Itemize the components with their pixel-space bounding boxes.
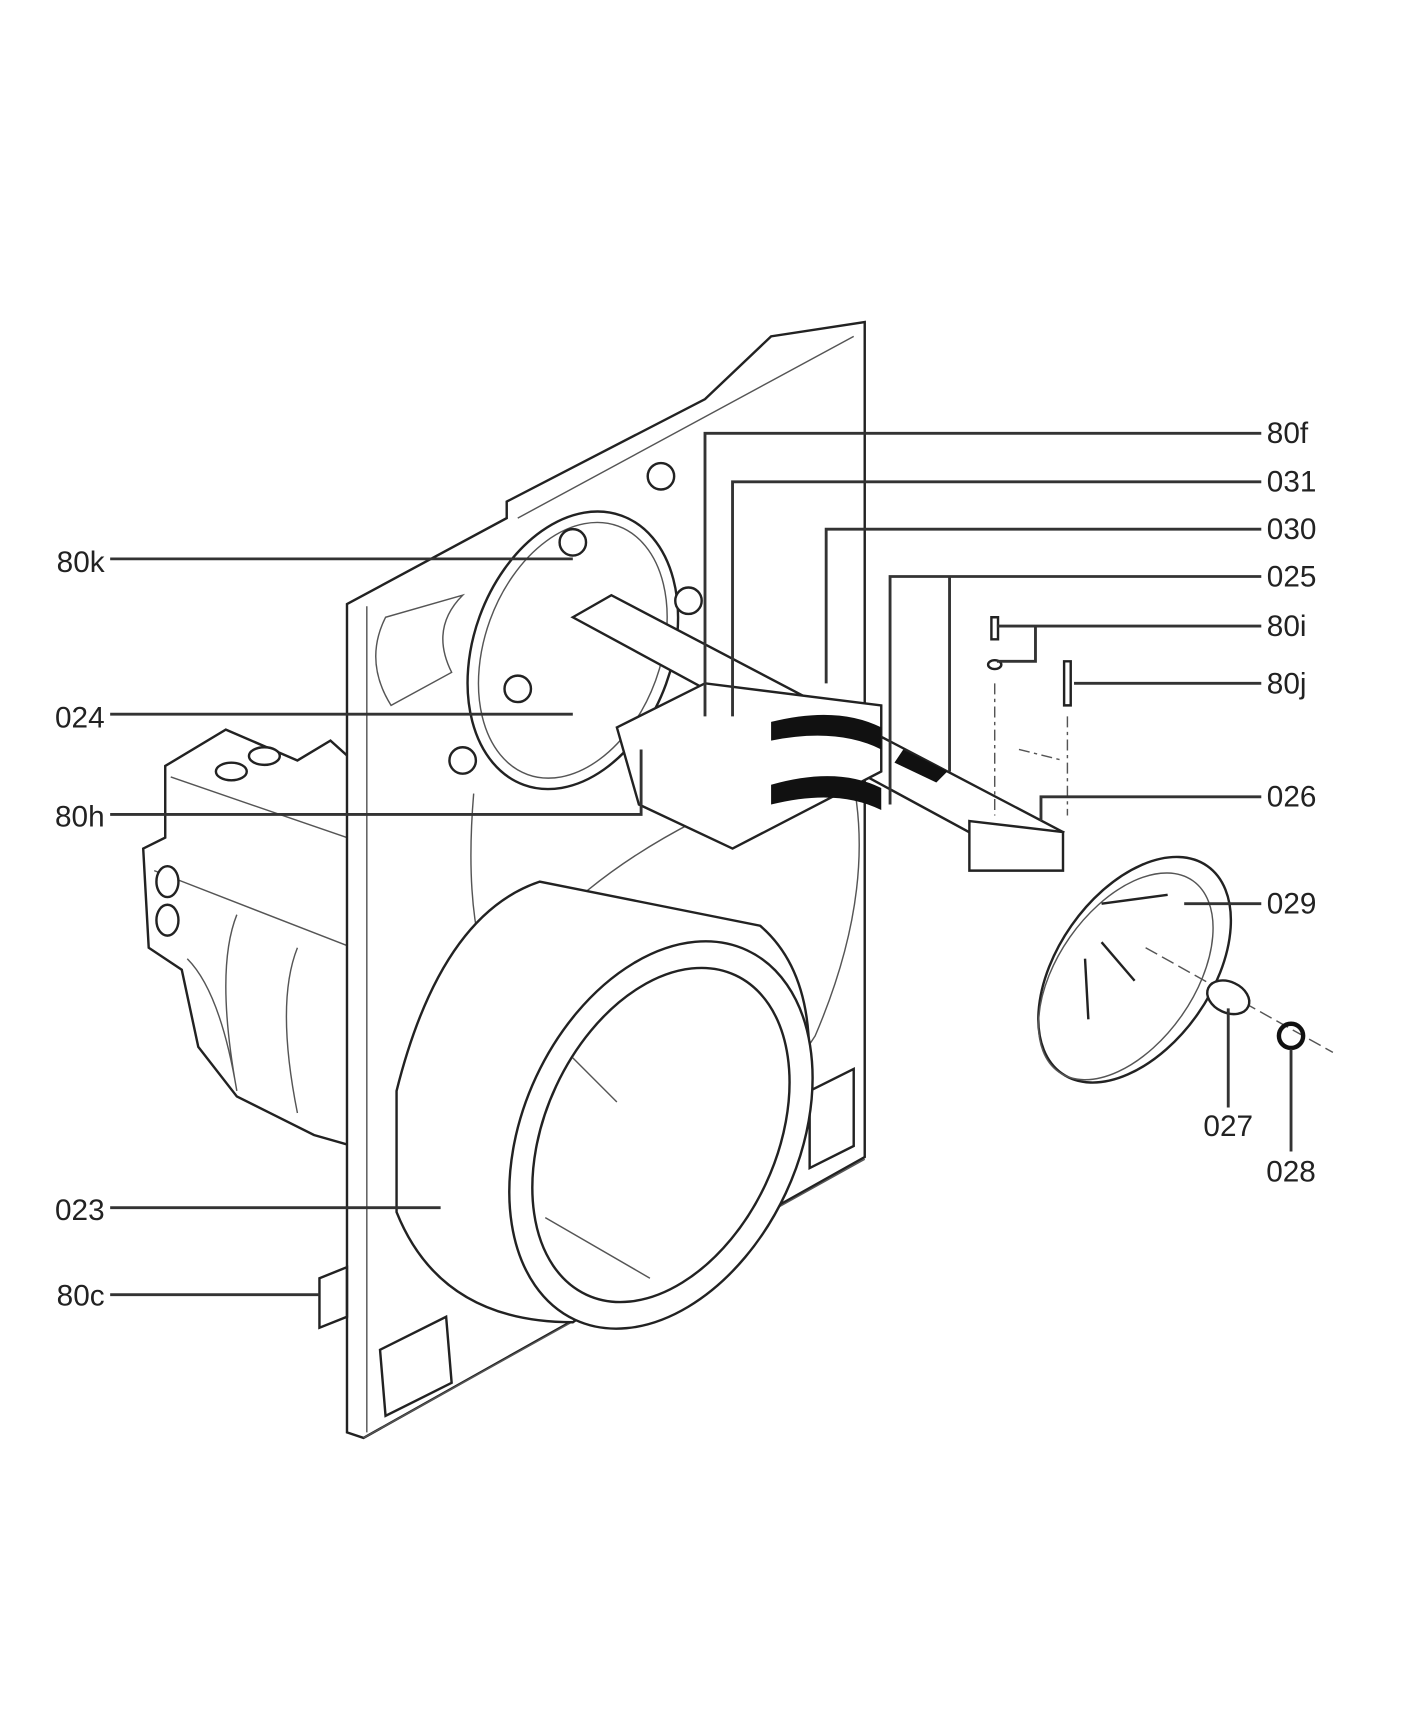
stabilizer-disk-029 — [1037, 855, 1233, 1084]
callout-80c: 80c — [57, 1280, 105, 1313]
callout-031: 031 — [1267, 466, 1317, 499]
callout-023: 023 — [55, 1194, 105, 1227]
callout-80i: 80i — [1267, 610, 1307, 643]
callout-030: 030 — [1267, 513, 1317, 546]
screws — [986, 616, 1072, 816]
callout-80f: 80f — [1267, 417, 1309, 450]
blower-housing-023 — [395, 880, 814, 1330]
callout-80k: 80k — [57, 546, 105, 579]
nozzle-027 — [1145, 947, 1334, 1054]
leader-lines — [110, 431, 1293, 1297]
motor — [141, 728, 354, 1148]
callout-024: 024 — [55, 701, 105, 734]
callout-025: 025 — [1267, 560, 1317, 593]
callout-026: 026 — [1267, 781, 1317, 814]
callout-028: 028 — [1266, 1155, 1316, 1188]
callout-027: 027 — [1203, 1110, 1253, 1143]
callout-80j: 80j — [1267, 667, 1307, 700]
callout-029: 029 — [1267, 888, 1317, 921]
callout-80h: 80h — [55, 801, 105, 834]
